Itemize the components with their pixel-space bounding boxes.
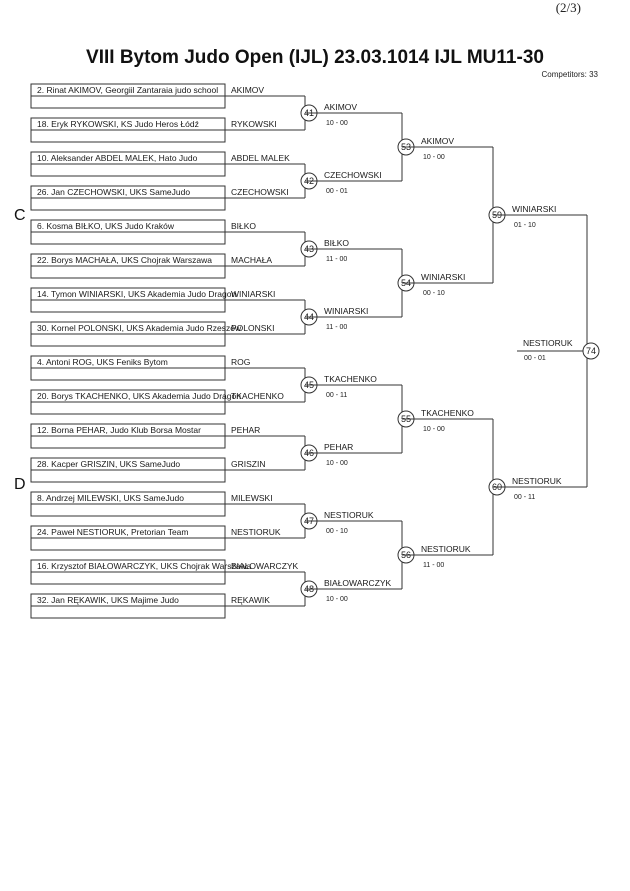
entry-box-bottom <box>30 469 226 483</box>
match-winner: WINIARSKI <box>512 204 556 214</box>
match-score: 10 - 00 <box>423 154 445 161</box>
entry-label: 30. Kornel POLONSKI, UKS Akademia Judo R… <box>37 323 242 333</box>
entry-box-bottom <box>30 605 226 619</box>
match-winner: WINIARSKI <box>421 272 465 282</box>
match-winner: TKACHENKO <box>421 408 474 418</box>
match-score: 00 - 11 <box>326 392 347 399</box>
match-winner: WINIARSKI <box>324 306 368 316</box>
match-score: 11 - 00 <box>326 324 347 331</box>
bracket-layer: 2. Rinat AKIMOV, Georgiil Zantaraia judo… <box>30 83 600 619</box>
match-winner: NESTIORUK <box>512 476 562 486</box>
entry-surname: MILEWSKI <box>231 493 273 503</box>
match-score: 10 - 00 <box>423 426 445 433</box>
page-indicator: (2/3) <box>556 0 581 15</box>
match-score: 00 - 11 <box>514 494 535 501</box>
entry-label: 12. Borna PEHAR, Judo Klub Borsa Mostar <box>37 425 201 435</box>
match-winner: BIAŁOWARCZYK <box>324 578 392 588</box>
match-score: 00 - 10 <box>423 290 445 297</box>
entry-label: 2. Rinat AKIMOV, Georgiil Zantaraia judo… <box>37 85 218 95</box>
entry-label: 6. Kosma BIŁKO, UKS Judo Kraków <box>37 221 175 231</box>
entry-label: 10. Aleksander ABDEL MALEK, Hato Judo <box>37 153 198 163</box>
entry-box-bottom <box>30 265 226 279</box>
entry-box-bottom <box>30 571 226 585</box>
entry-label: 14. Tymon WINIARSKI, UKS Akademia Judo D… <box>37 289 236 299</box>
entry-surname: CZECHOWSKI <box>231 187 289 197</box>
entry-label: 26. Jan CZECHOWSKI, UKS SameJudo <box>37 187 190 197</box>
match-number: 74 <box>586 346 596 356</box>
entry-label: 24. Paweł NESTIORUK, Pretorian Team <box>37 527 189 537</box>
entry-surname: BIAŁOWARCZYK <box>231 561 299 571</box>
match-winner: AKIMOV <box>421 136 454 146</box>
match-winner: BIŁKO <box>324 238 349 248</box>
entry-label: 4. Antoni ROG, UKS Feniks Bytom <box>37 357 168 367</box>
entry-surname: ABDEL MALEK <box>231 153 290 163</box>
match-winner: NESTIORUK <box>421 544 471 554</box>
match-winner: CZECHOWSKI <box>324 170 382 180</box>
entry-box-bottom <box>30 197 226 211</box>
entry-label: 22. Borys MACHAŁA, UKS Chojrak Warszawa <box>37 255 212 265</box>
entry-surname: ROG <box>231 357 250 367</box>
final-score: 00 - 01 <box>524 355 546 362</box>
match-winner: NESTIORUK <box>324 510 374 520</box>
pool-label-d: D <box>14 476 26 493</box>
entry-surname: TKACHENKO <box>231 391 284 401</box>
match-score: 01 - 10 <box>514 222 536 229</box>
competitors-count: Competitors: 33 <box>542 70 599 79</box>
entry-label: 32. Jan RĘKAWIK, UKS Majime Judo <box>37 595 179 605</box>
match-winner: TKACHENKO <box>324 374 377 384</box>
match-score: 10 - 00 <box>326 460 348 467</box>
entry-label: 16. Krzysztof BIAŁOWARCZYK, UKS Chojrak … <box>37 561 252 571</box>
entry-surname: GRISZIN <box>231 459 265 469</box>
entry-surname: RYKOWSKI <box>231 119 277 129</box>
entry-box-bottom <box>30 333 226 347</box>
entry-box-bottom <box>30 231 226 245</box>
entry-label: 28. Kacper GRISZIN, UKS SameJudo <box>37 459 180 469</box>
entry-label: 18. Eryk RYKOWSKI, KS Judo Heros Łódź <box>37 119 199 129</box>
entry-surname: AKIMOV <box>231 85 264 95</box>
entry-box-bottom <box>30 367 226 381</box>
entry-box-bottom <box>30 95 226 109</box>
entry-surname: PEHAR <box>231 425 260 435</box>
entry-surname: NESTIORUK <box>231 527 281 537</box>
entry-surname: POLONSKI <box>231 323 274 333</box>
pool-label-c: C <box>14 207 26 224</box>
entry-surname: MACHAŁA <box>231 255 272 265</box>
entry-box-bottom <box>30 299 226 313</box>
entry-label: 8. Andrzej MILEWSKI, UKS SameJudo <box>37 493 184 503</box>
entry-box-bottom <box>30 163 226 177</box>
entry-box-bottom <box>30 129 226 143</box>
entry-box-bottom <box>30 435 226 449</box>
match-score: 00 - 10 <box>326 528 348 535</box>
match-score: 11 - 00 <box>423 562 444 569</box>
match-score: 10 - 00 <box>326 596 348 603</box>
match-score: 11 - 00 <box>326 256 347 263</box>
entry-surname: RĘKAWIK <box>231 595 270 605</box>
entry-surname: WINIARSKI <box>231 289 275 299</box>
match-winner: AKIMOV <box>324 102 357 112</box>
entry-box-bottom <box>30 401 226 415</box>
entry-label: 20. Borys TKACHENKO, UKS Akademia Judo D… <box>37 391 241 401</box>
match-score: 10 - 00 <box>326 120 348 127</box>
entry-box-bottom <box>30 537 226 551</box>
entry-box-bottom <box>30 503 226 517</box>
match-winner: PEHAR <box>324 442 353 452</box>
final-winner: NESTIORUK <box>523 338 573 348</box>
page-title: VIII Bytom Judo Open (IJL) 23.03.1014 IJ… <box>86 47 544 68</box>
entry-surname: BIŁKO <box>231 221 256 231</box>
match-score: 00 - 01 <box>326 188 348 195</box>
